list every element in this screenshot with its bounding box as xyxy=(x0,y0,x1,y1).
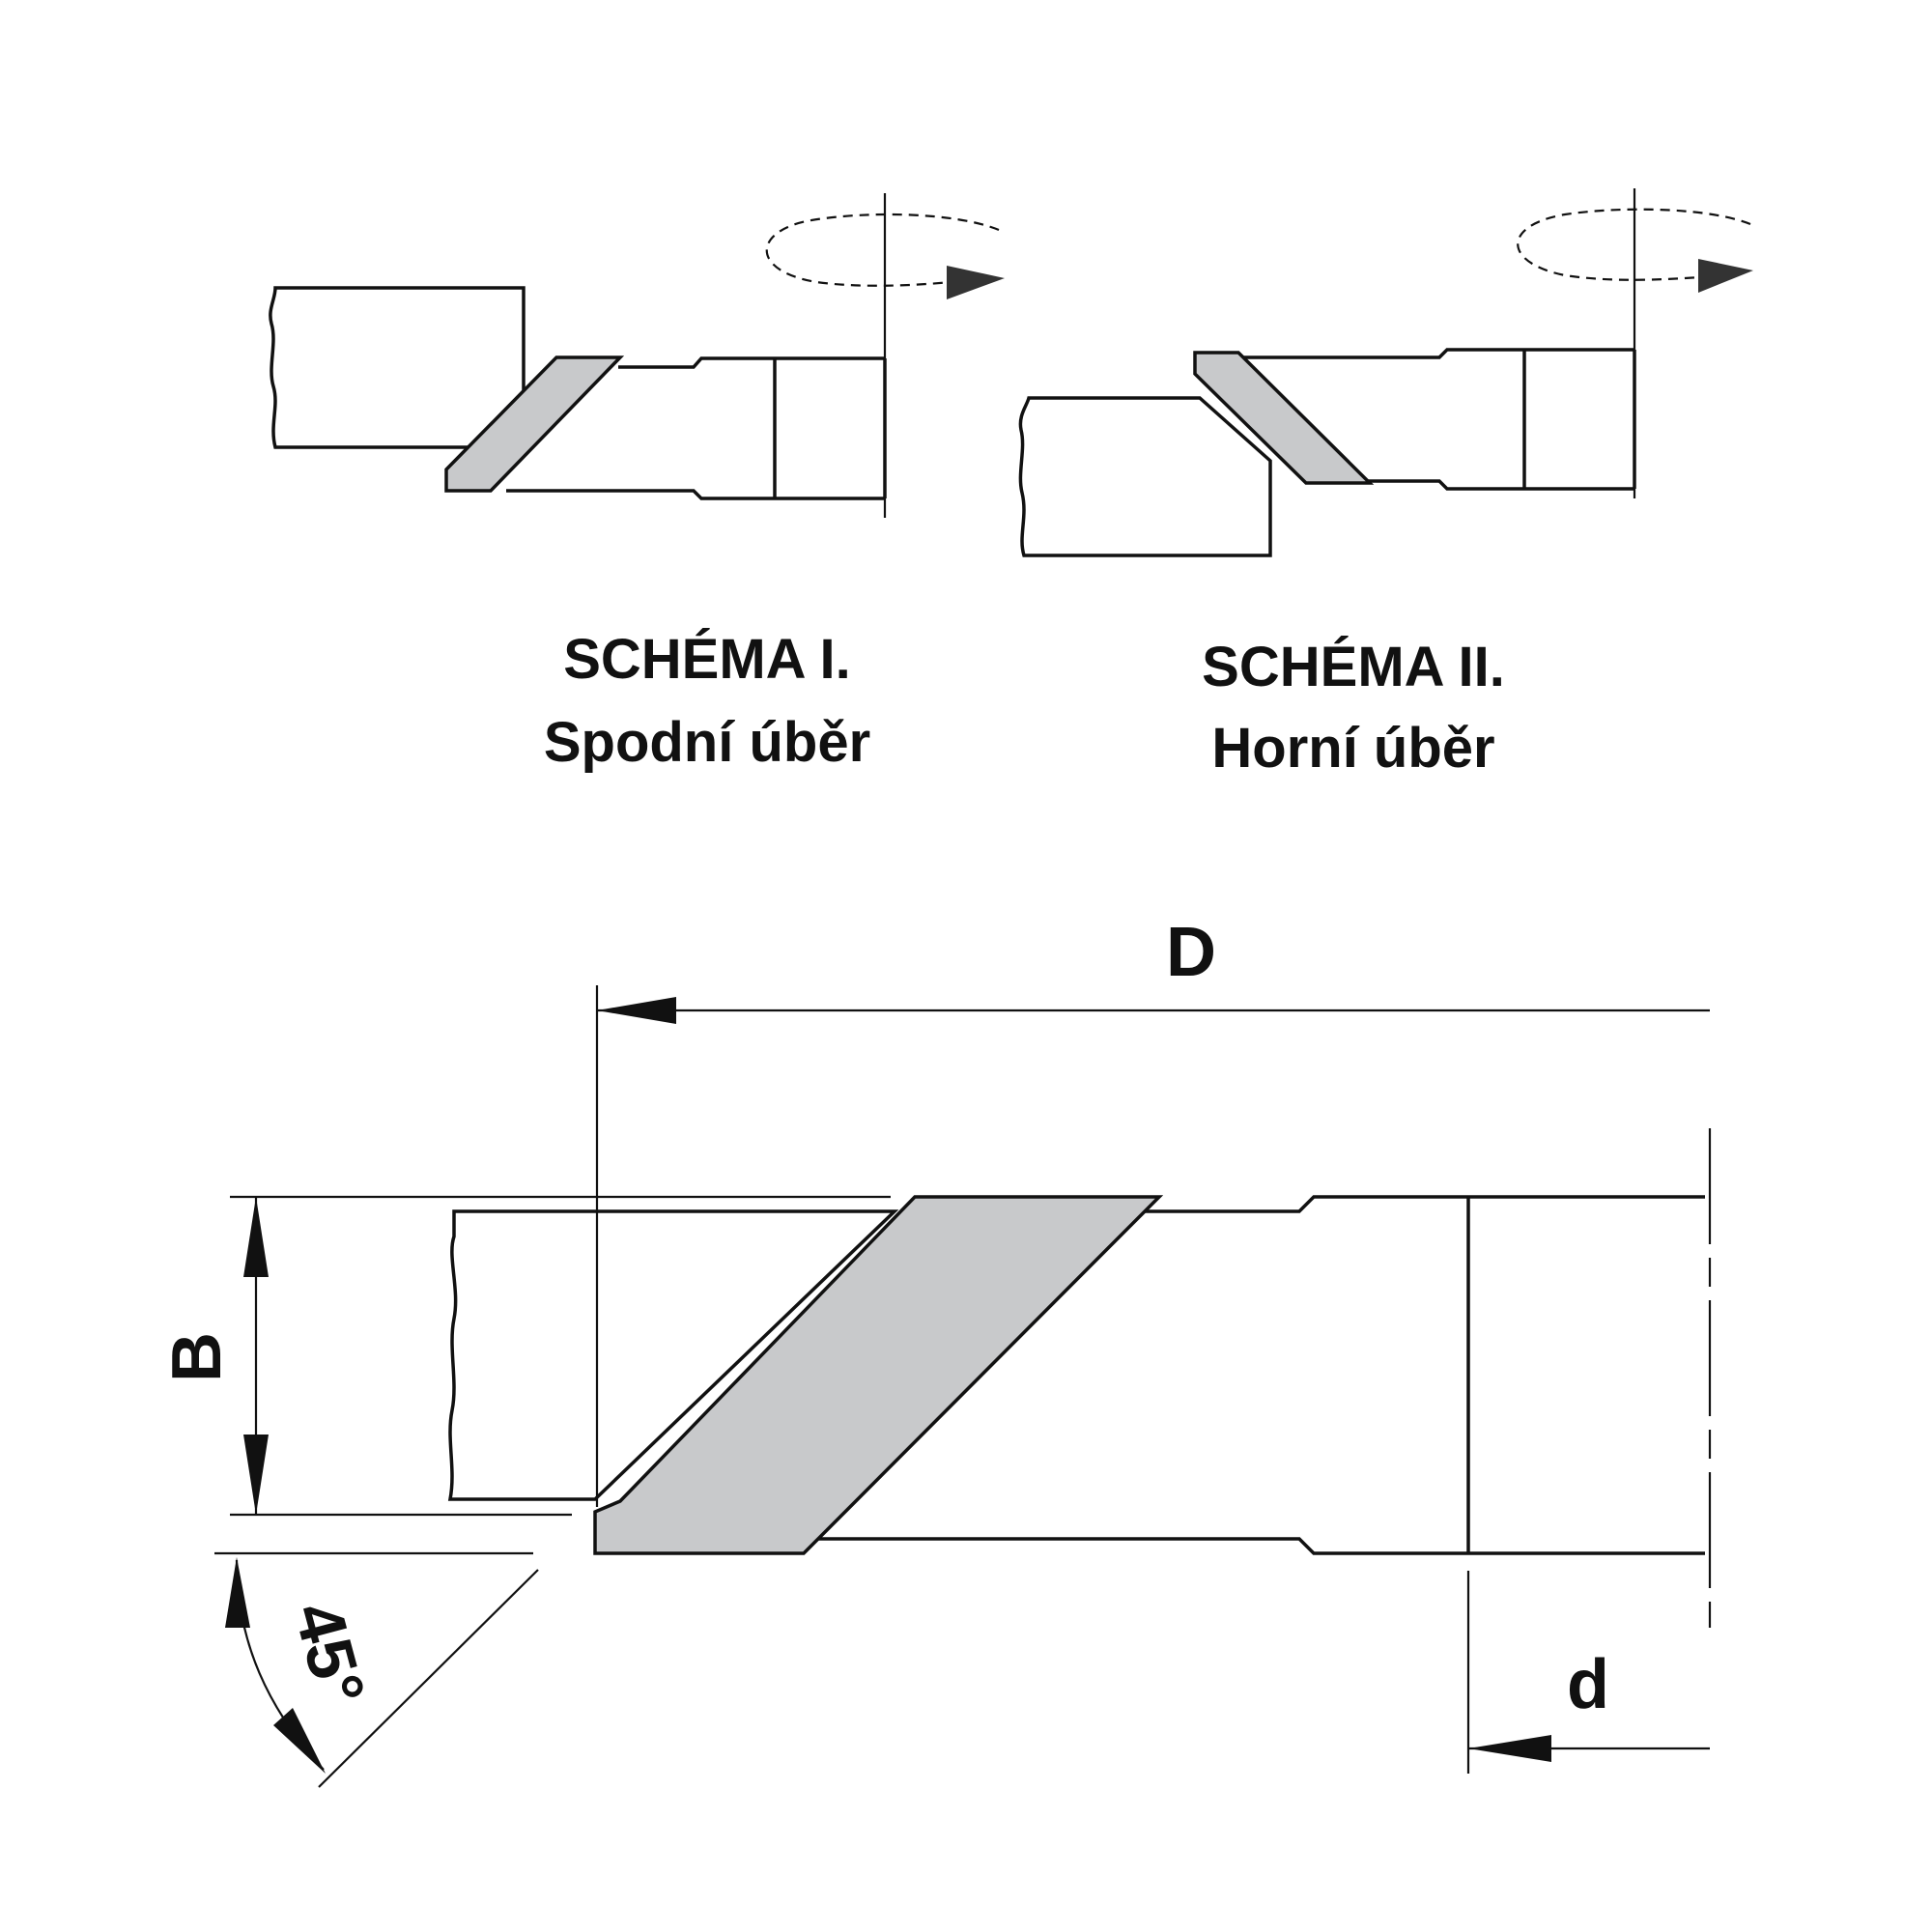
schema-2-subtitle: Horní úběr xyxy=(1211,717,1494,780)
schema-1-title: SCHÉMA I. xyxy=(563,628,851,691)
schema-1-subtitle: Spodní úběr xyxy=(544,711,870,774)
schema-2-diagram xyxy=(1018,188,1753,557)
schema-2-insert xyxy=(1193,351,1375,485)
dimension-D xyxy=(595,985,1710,1507)
dimension-angle-label: 45° xyxy=(280,1595,380,1713)
dimension-D-label: D xyxy=(1166,914,1216,991)
dimension-angle xyxy=(214,1551,539,1788)
schema-1-insert xyxy=(444,355,625,493)
dimension-d xyxy=(1466,1571,1710,1774)
main-diagram: D d B 45° xyxy=(158,914,1712,1788)
main-tool-body xyxy=(807,1195,1705,1555)
main-workpiece xyxy=(447,1209,899,1501)
dimension-d-label: d xyxy=(1567,1646,1609,1723)
schema-1-rotation-arrow-icon xyxy=(765,213,1005,299)
schema-2-rotation-arrow-icon xyxy=(1517,208,1753,293)
schema-2-workpiece xyxy=(1018,396,1272,557)
schema-1-workpiece xyxy=(269,286,526,449)
schema-1-diagram xyxy=(269,193,1005,518)
main-insert xyxy=(593,1195,1164,1555)
schema-2-title: SCHÉMA II. xyxy=(1202,636,1505,698)
dimension-B xyxy=(230,1195,891,1517)
dimension-B-label: B xyxy=(158,1332,236,1382)
